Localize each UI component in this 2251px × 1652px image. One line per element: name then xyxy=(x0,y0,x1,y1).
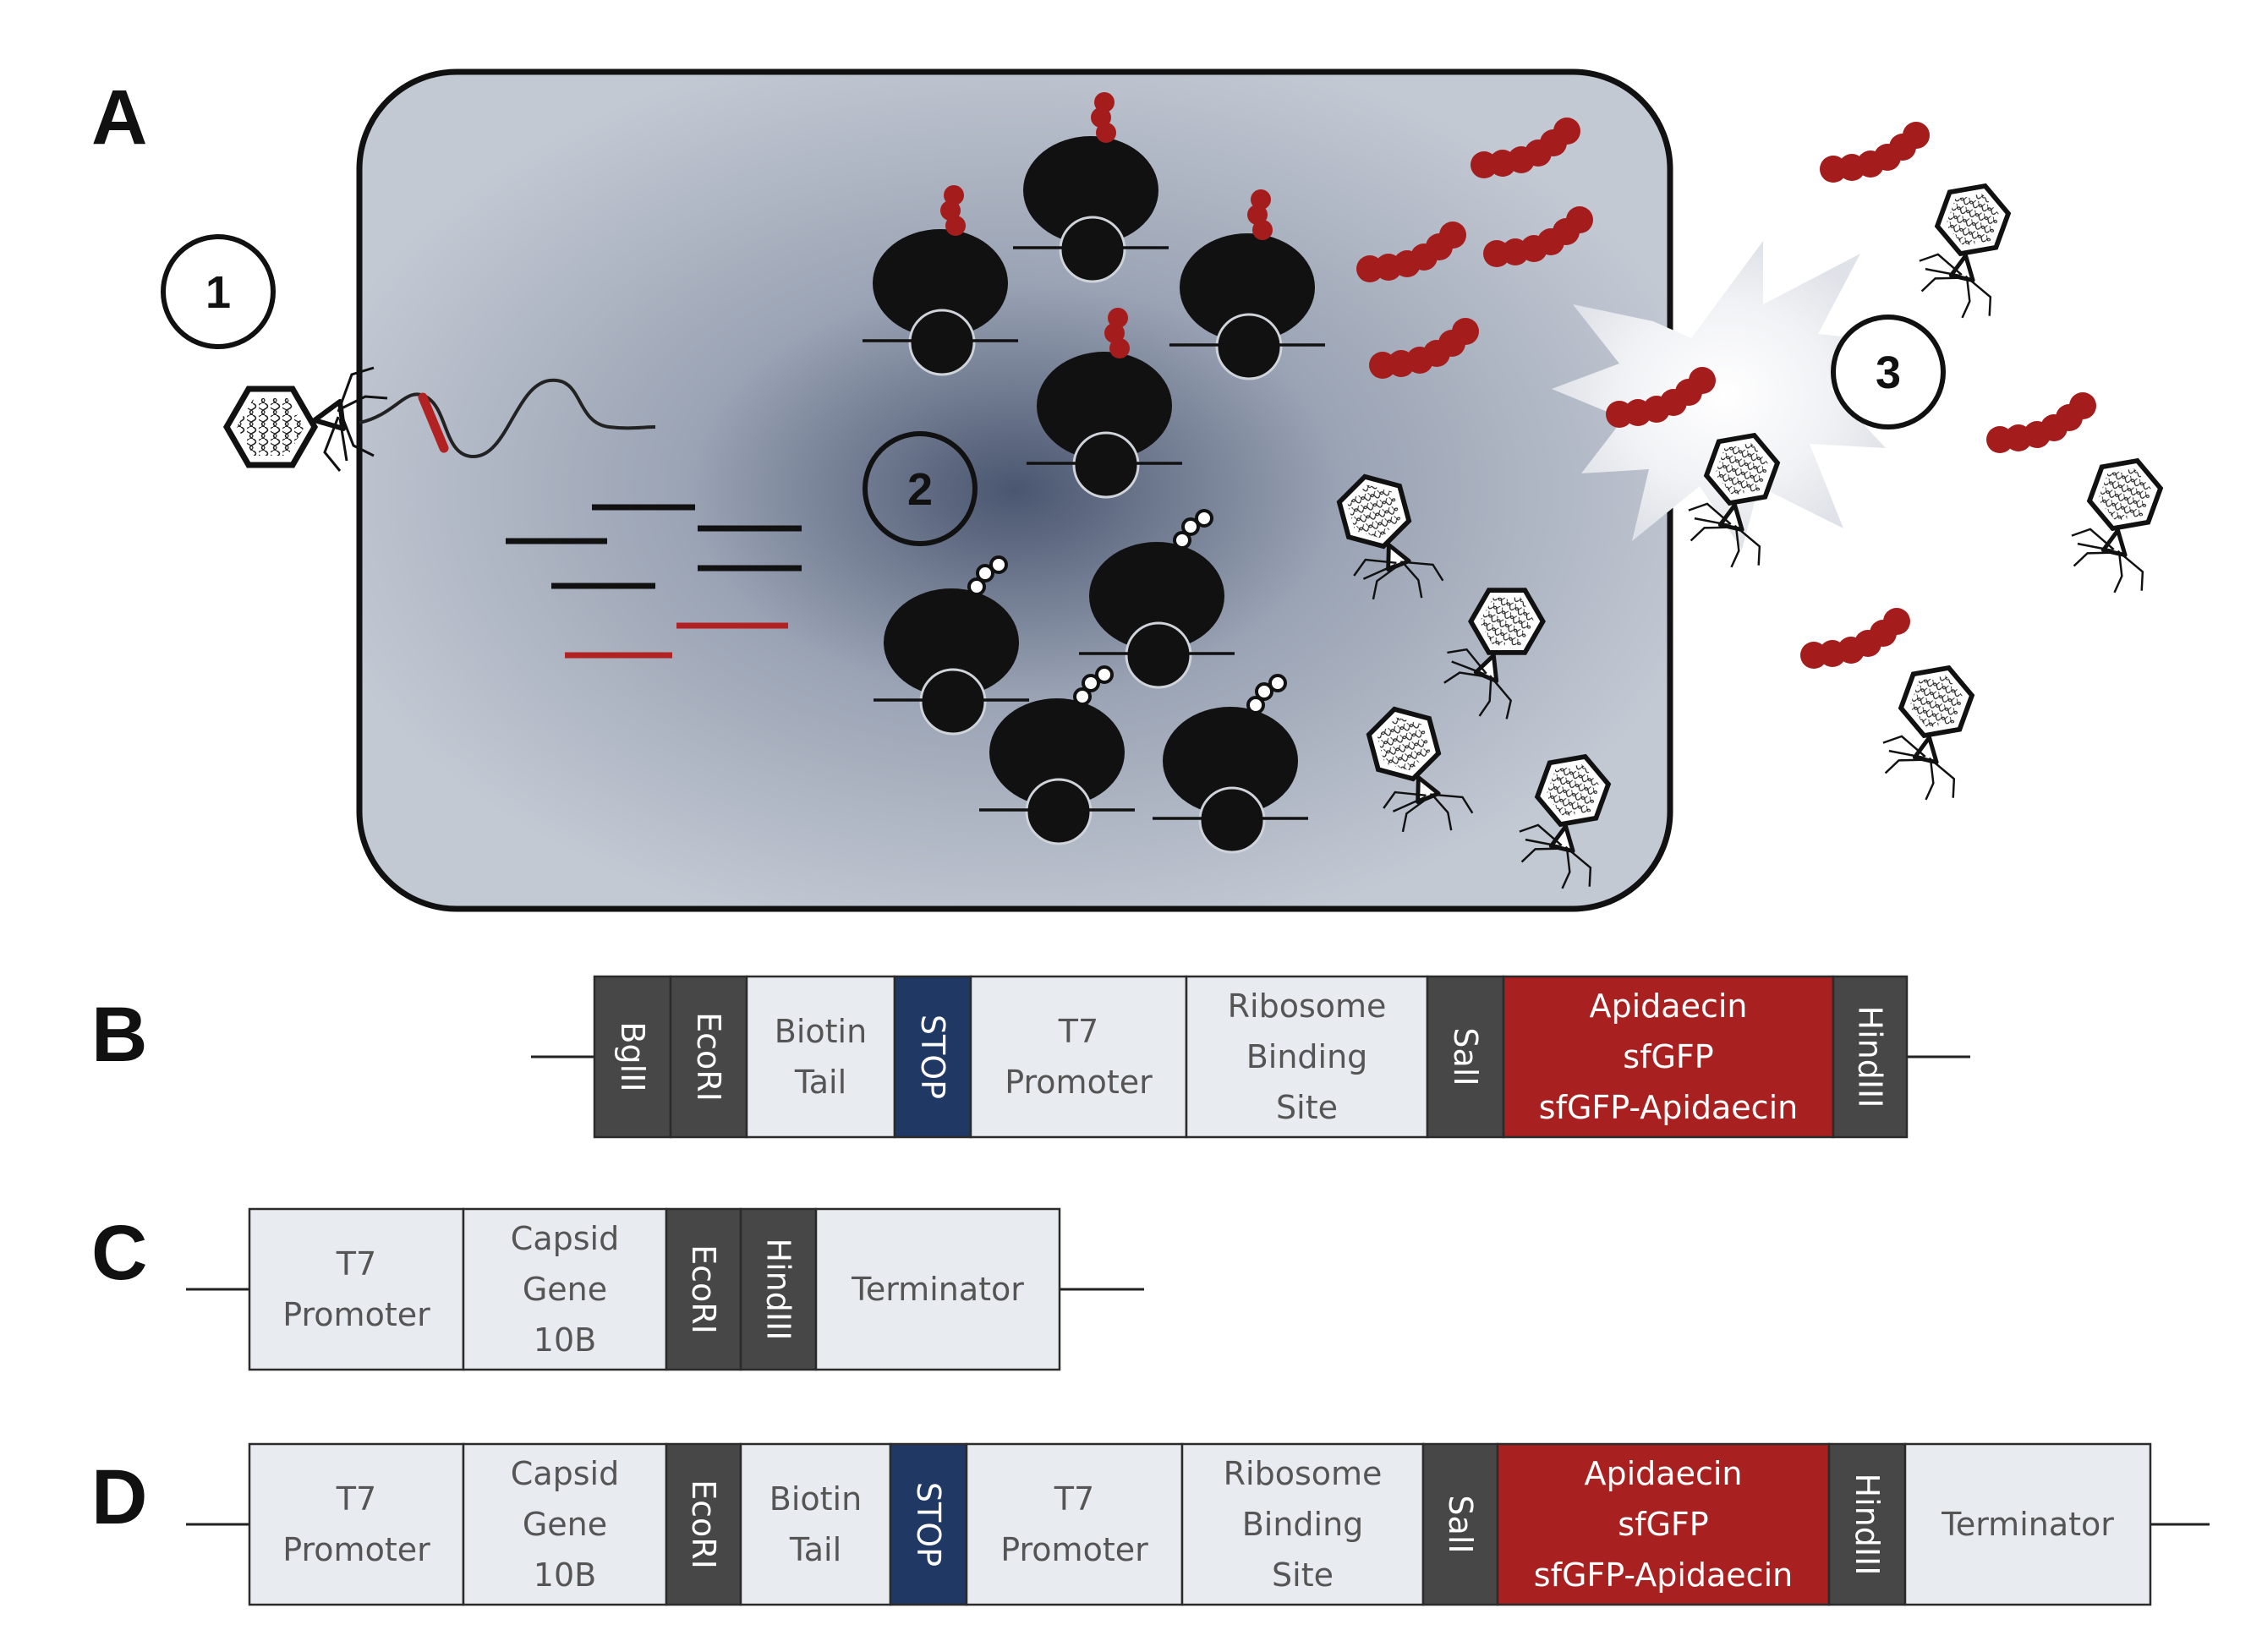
segment-box xyxy=(965,1442,1184,1606)
segment-box xyxy=(893,975,972,1139)
segment-stop: STOP xyxy=(889,1442,968,1606)
segment-label: Terminator xyxy=(1941,1506,2114,1543)
segment-label: SalI xyxy=(1447,1027,1484,1086)
segment-label: HindIII xyxy=(1852,1006,1889,1108)
step-1-circle xyxy=(161,234,276,349)
segment-hindiii: HindIII xyxy=(739,1207,818,1371)
segment-box xyxy=(739,1442,892,1606)
segment-box xyxy=(248,1442,465,1606)
step-2-circle xyxy=(863,431,978,546)
injected-gene-segment xyxy=(418,392,449,453)
segment-sali: SalI xyxy=(1426,975,1505,1139)
segment-box xyxy=(665,1442,742,1606)
segment-box xyxy=(665,1207,742,1371)
phage-icon xyxy=(1870,655,1994,808)
segment-box xyxy=(889,1442,968,1606)
peptide-chain xyxy=(1800,608,1910,669)
segment-terminator: Terminator xyxy=(1903,1442,2152,1606)
segment-bglii: BglII xyxy=(593,975,672,1139)
segment-ecori: EcoRI xyxy=(665,1207,742,1371)
segment-box xyxy=(1496,1442,1831,1606)
segment-box xyxy=(969,975,1188,1139)
panel-letter-c: C xyxy=(91,1210,147,1296)
segment-label: STOP xyxy=(910,1482,947,1567)
step-2-number: 2 xyxy=(907,464,933,515)
segment-box xyxy=(1421,1442,1499,1606)
phage-icon xyxy=(1906,173,2030,326)
panel-letter-d: D xyxy=(91,1454,147,1540)
segment-stop: STOP xyxy=(893,975,972,1139)
segment-hindiii: HindIII xyxy=(1832,975,1909,1139)
peptide-chain xyxy=(1820,122,1930,183)
mrna-transcripts xyxy=(506,504,802,659)
segment-box xyxy=(248,1207,465,1371)
segment-label: STOP xyxy=(914,1015,951,1099)
segment-box xyxy=(1827,1442,1907,1606)
segment-label: BglII xyxy=(614,1021,651,1091)
segment-box xyxy=(1185,975,1429,1139)
segment-box xyxy=(462,1207,668,1371)
panel-letter-b: B xyxy=(91,992,147,1078)
step-3-number: 3 xyxy=(1876,347,1901,398)
segment-label: SalI xyxy=(1442,1495,1479,1553)
segment-label: HindIII xyxy=(760,1239,797,1341)
phage-icon xyxy=(2058,448,2183,601)
segment-label: EcoRI xyxy=(685,1480,722,1569)
segment-ecori: EcoRI xyxy=(665,1442,742,1606)
segment-box xyxy=(593,975,672,1139)
segment-terminator: Terminator xyxy=(814,1207,1061,1371)
panel-letter-a: A xyxy=(91,74,147,161)
peptide-chain xyxy=(1986,392,2096,453)
segment-box xyxy=(1502,975,1835,1139)
segment-box xyxy=(1832,975,1909,1139)
segment-hindiii: HindIII xyxy=(1827,1442,1907,1606)
lysis-burst xyxy=(1552,241,1898,550)
segment-label: EcoRI xyxy=(685,1244,722,1334)
segment-ecori: EcoRI xyxy=(669,975,748,1139)
segment-label: EcoRI xyxy=(690,1012,727,1102)
segment-box xyxy=(462,1442,668,1606)
segment-label: HindIII xyxy=(1848,1474,1886,1576)
segment-box xyxy=(1180,1442,1425,1606)
segment-box xyxy=(1903,1442,2152,1606)
step-1-number: 1 xyxy=(205,267,231,318)
segment-sali: SalI xyxy=(1421,1442,1499,1606)
segment-label: Terminator xyxy=(851,1271,1024,1308)
step-3-circle xyxy=(1831,315,1946,429)
segment-box xyxy=(814,1207,1061,1371)
segment-box xyxy=(745,975,896,1139)
